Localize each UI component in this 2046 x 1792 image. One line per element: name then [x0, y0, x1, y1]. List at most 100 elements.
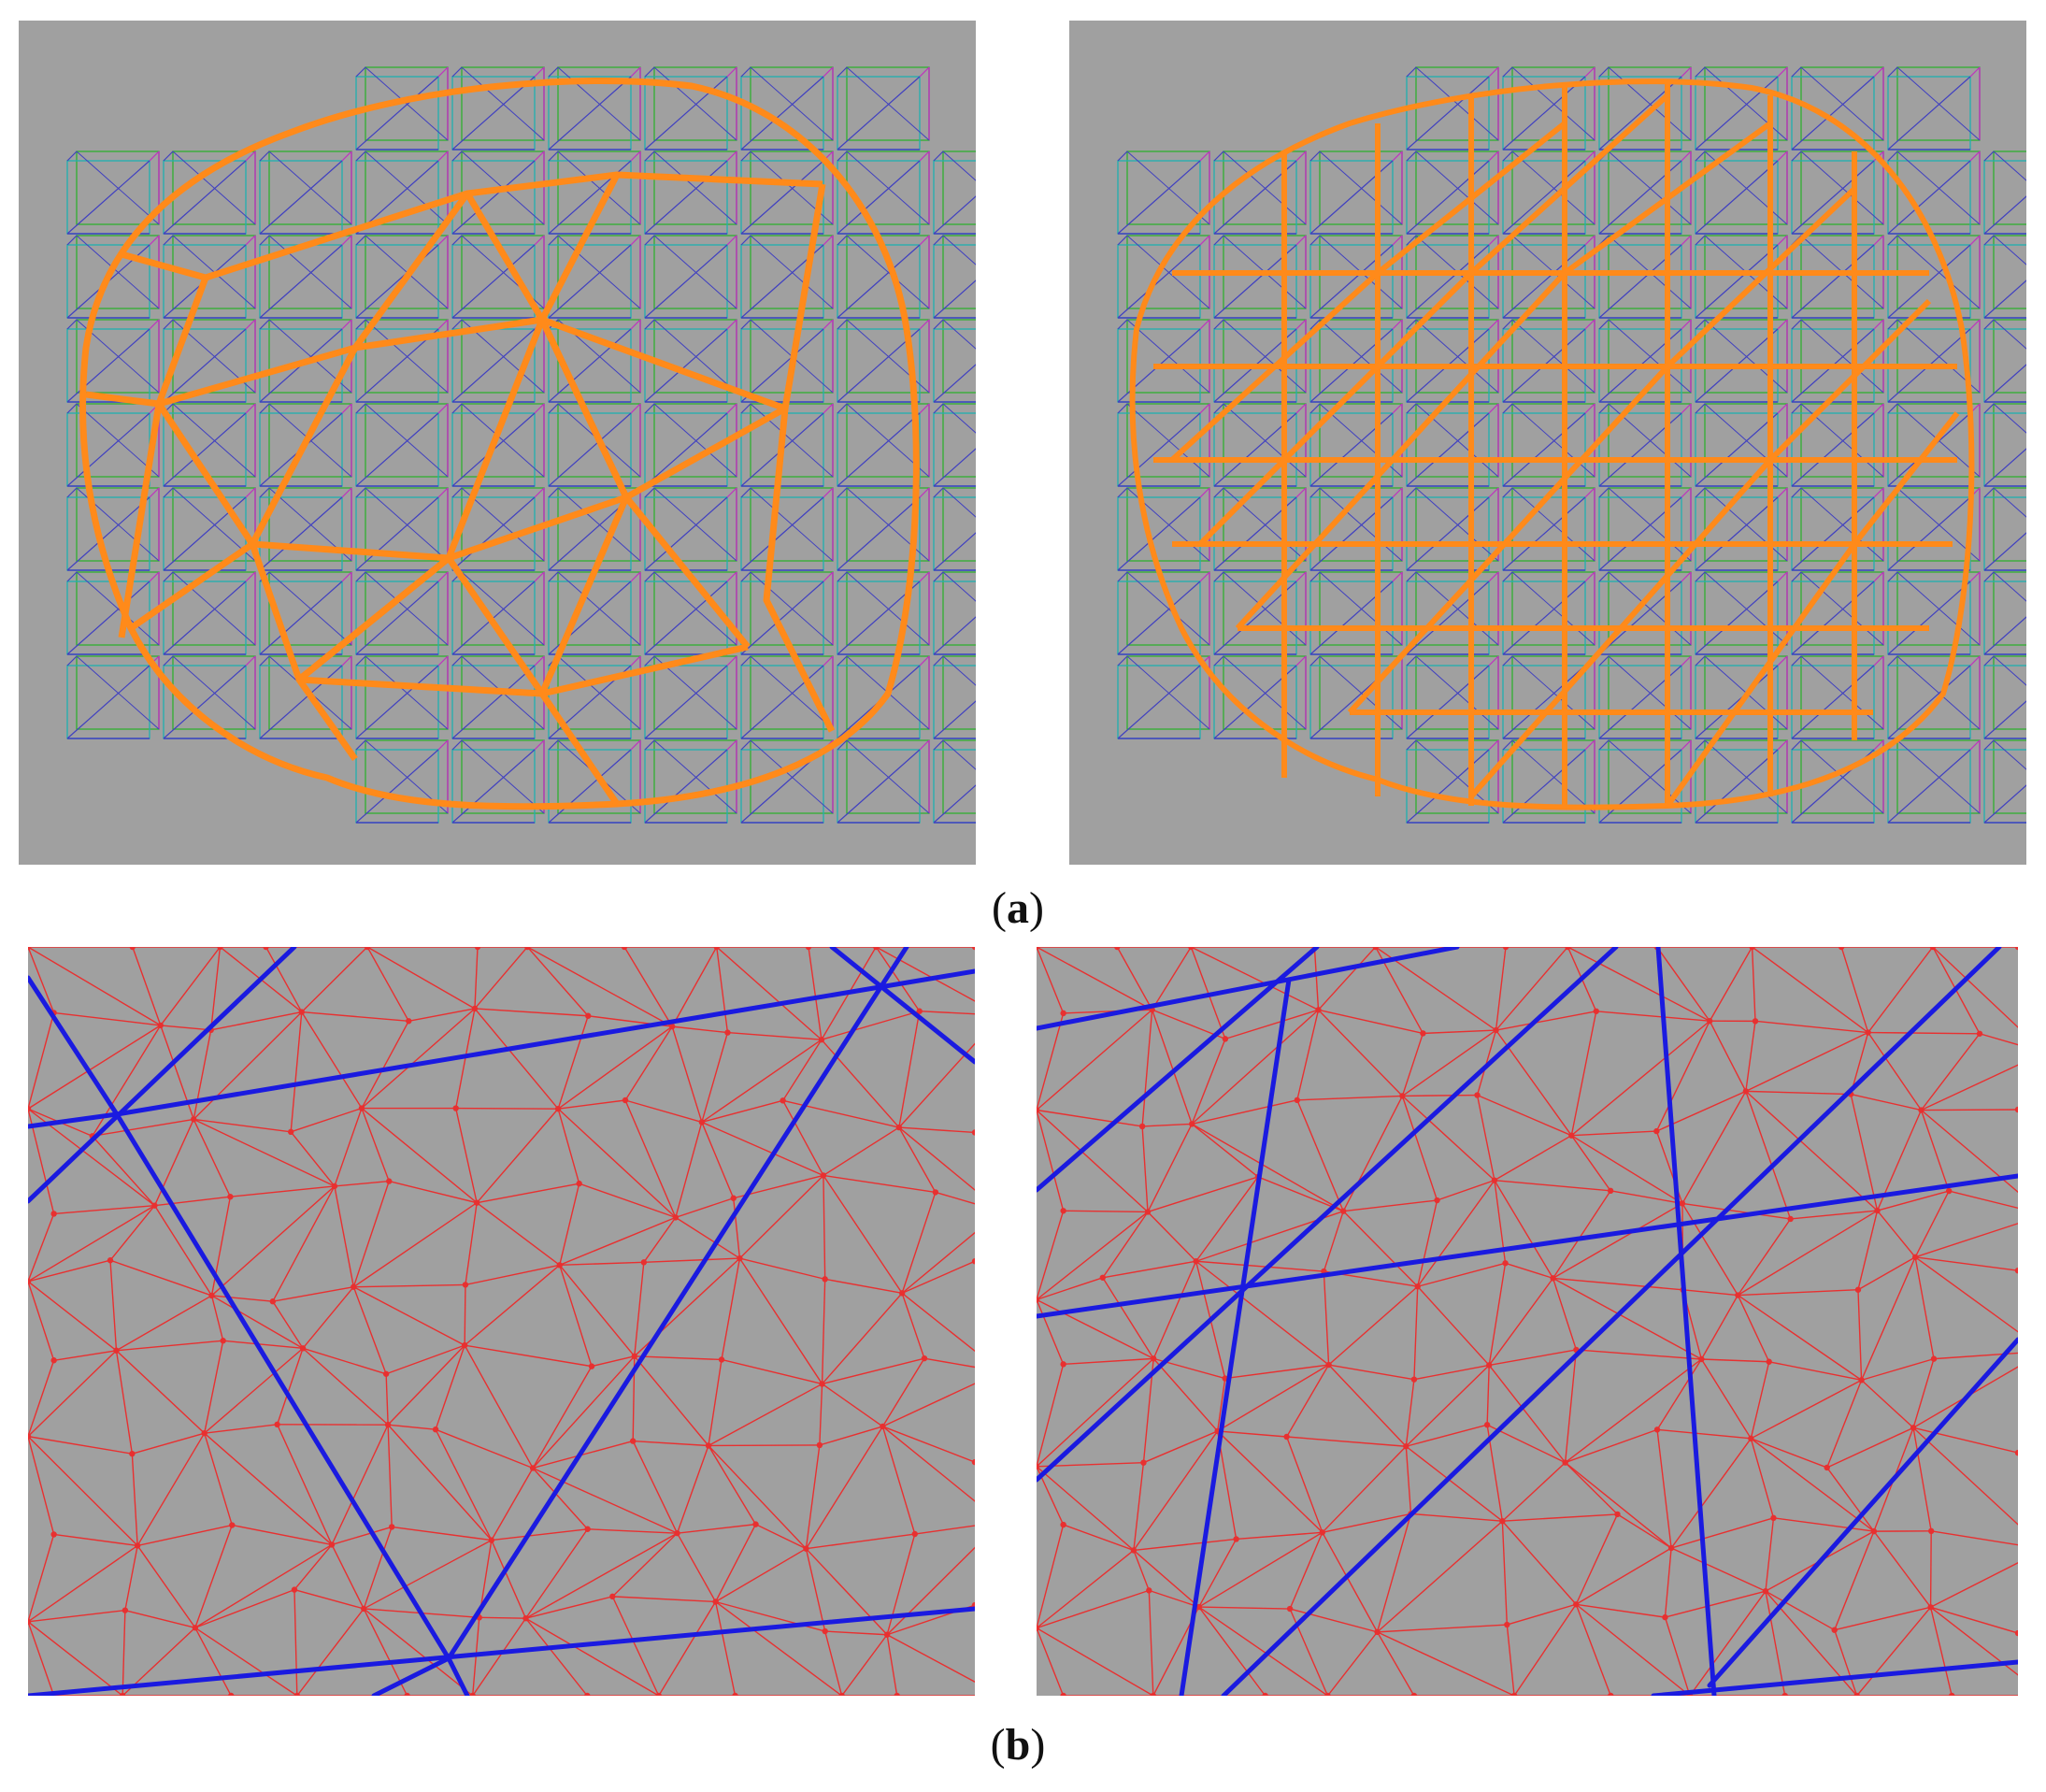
fine-edge: [1656, 1429, 1672, 1549]
fine-edge: [1857, 1256, 1916, 1291]
mesh-vertex: [724, 1029, 731, 1036]
mesh-vertex: [1037, 1625, 1040, 1631]
mesh-vertex: [1562, 1459, 1568, 1466]
mesh-vertex: [524, 947, 531, 951]
mesh-vertex: [1762, 1587, 1769, 1595]
fine-edge: [1754, 1020, 1868, 1034]
fine-edge: [901, 1231, 975, 1294]
fine-edge: [302, 1347, 387, 1375]
fine-edge: [389, 1180, 478, 1204]
mesh-vertex: [883, 1631, 891, 1638]
fine-edge: [611, 1596, 660, 1696]
mesh-vertex: [1060, 1521, 1066, 1528]
voxel-cube-grid: [66, 66, 976, 824]
voxel-cube: [1791, 66, 1884, 151]
fine-edge: [1565, 1462, 1618, 1515]
fine-edge: [612, 1596, 716, 1603]
mesh-vertex: [1573, 1601, 1580, 1608]
coarse-edge: [1037, 947, 1460, 1031]
fine-edge: [1570, 1135, 1683, 1205]
fine-edge: [1929, 1607, 1953, 1696]
mesh-vertex: [1499, 1518, 1506, 1525]
mesh-vertex: [28, 947, 32, 951]
mesh-vertex: [1770, 1514, 1777, 1522]
fine-edge: [387, 1424, 493, 1541]
mesh-vertex: [655, 1692, 662, 1696]
voxel-cube: [837, 655, 930, 739]
mesh-vertex: [629, 1438, 637, 1444]
fine-edge: [525, 1532, 678, 1619]
voxel-cube: [1887, 66, 1981, 151]
mesh-vertex: [1130, 1547, 1137, 1554]
mesh-vertex: [1150, 1355, 1157, 1362]
fine-edge: [193, 1029, 212, 1120]
fine-edge: [385, 1373, 389, 1426]
fine-edge: [676, 1445, 709, 1534]
fine-edge: [136, 1432, 206, 1546]
mesh-vertex: [192, 1625, 199, 1631]
fine-edge: [1570, 1020, 1710, 1137]
fine-edge: [1437, 1179, 1495, 1201]
mesh-vertex: [229, 1522, 236, 1528]
mesh-vertex: [1491, 1177, 1498, 1183]
fine-edge: [1565, 1358, 1702, 1464]
voxel-cube: [1598, 151, 1692, 235]
fine-edge: [1152, 1260, 1197, 1359]
mesh-vertex: [2014, 1629, 2018, 1637]
fine-edge: [1147, 1211, 1197, 1262]
fine-edge: [1423, 1029, 1496, 1035]
mesh-vertex: [1140, 1459, 1147, 1466]
caption-label-b: (b): [990, 1720, 1046, 1770]
fine-edge: [715, 1600, 843, 1696]
mesh-vertex: [822, 1276, 828, 1283]
fine-edge: [901, 1260, 975, 1294]
voxel-cube: [1695, 151, 1788, 235]
mesh-vertex: [1319, 1529, 1325, 1536]
fine-edge: [28, 1360, 55, 1437]
mesh-vertex: [1766, 1358, 1772, 1365]
coarse-edge: [829, 947, 975, 1065]
fine-edge: [1750, 1361, 1770, 1439]
voxel-cube: [1213, 235, 1307, 319]
mesh-vertex: [1910, 1425, 1917, 1431]
fine-edge: [302, 1347, 389, 1426]
voxel-cube: [451, 655, 545, 739]
caption-letter-b: b: [1005, 1720, 1031, 1770]
voxel-cube: [933, 319, 976, 403]
fine-edge: [882, 1426, 975, 1463]
fine-edge: [701, 1121, 824, 1177]
fine-triangle-mesh: [1037, 947, 2018, 1696]
fine-edge: [1322, 1512, 1411, 1533]
fine-edge: [634, 1355, 709, 1446]
fine-edge: [204, 1340, 224, 1434]
voxel-cube: [1695, 66, 1788, 151]
fine-edge: [675, 1197, 734, 1219]
mesh-vertex: [971, 1458, 975, 1466]
fine-edge: [824, 1630, 888, 1636]
fine-edge: [1857, 1289, 1863, 1381]
fine-edge: [334, 1108, 363, 1187]
fine-edge: [1116, 947, 1153, 1011]
fine-edge: [1142, 1123, 1193, 1127]
fine-edge: [675, 1216, 740, 1259]
fine-edge: [1236, 1531, 1323, 1541]
fine-edge: [1505, 1262, 1553, 1280]
fine-edge: [1133, 1538, 1237, 1552]
fine-edge: [1506, 1624, 1515, 1696]
mesh-vertex: [1502, 1260, 1509, 1267]
voxel-cube: [1695, 487, 1788, 571]
fine-edge: [352, 1286, 387, 1375]
voxel-cube: [1887, 655, 1981, 739]
fine-edge: [1565, 1462, 1672, 1549]
fine-edge: [824, 1278, 903, 1295]
fine-edge: [1037, 1277, 1104, 1300]
fine-edge: [1876, 1210, 1916, 1258]
fine-edge: [822, 1292, 903, 1384]
fine-edge: [1328, 1285, 1419, 1366]
voxel-cube: [740, 151, 834, 235]
fine-edge: [1656, 1428, 1752, 1440]
voxel-cube: [1598, 403, 1692, 487]
voxel-cube: [355, 739, 449, 824]
mesh-vertex: [1294, 1097, 1301, 1104]
fine-edge: [701, 1032, 729, 1123]
